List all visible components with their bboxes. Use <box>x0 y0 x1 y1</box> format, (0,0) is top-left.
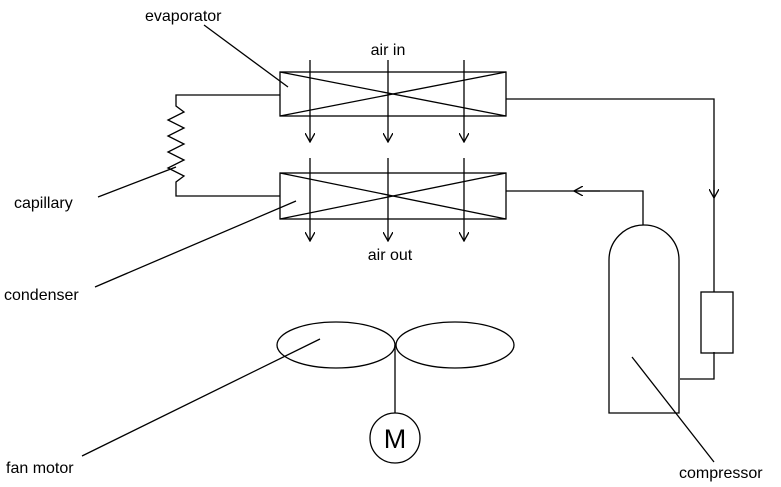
air-in-label: air in <box>371 42 406 59</box>
evaporator-coil <box>279 71 507 117</box>
suction-pipe <box>506 98 714 380</box>
condenser-coil <box>279 172 507 220</box>
motor-circle-icon <box>369 412 421 464</box>
capillary-label: capillary <box>14 195 73 212</box>
condenser-label: condenser <box>4 287 79 304</box>
compressor-body <box>608 224 680 414</box>
air-out-arrows <box>310 158 464 241</box>
capillary-tube <box>166 94 280 197</box>
filter-box <box>700 291 734 354</box>
motor-letter: M <box>384 424 407 454</box>
discharge-pipe <box>506 191 644 225</box>
leader-lines <box>81 24 715 463</box>
air-in-arrows <box>310 60 464 142</box>
air-out-label: air out <box>368 247 413 264</box>
fan-motor-label: fan motor <box>6 460 74 477</box>
compressor-label: compressor <box>679 465 763 482</box>
evaporator-label: evaporator <box>145 8 222 25</box>
